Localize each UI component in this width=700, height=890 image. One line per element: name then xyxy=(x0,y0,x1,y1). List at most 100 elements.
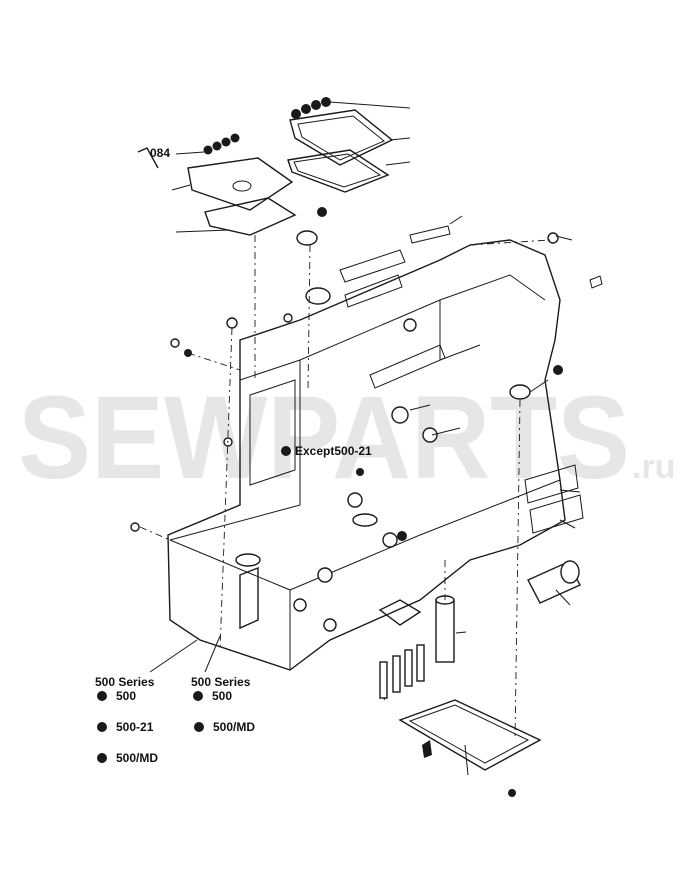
frame-rib xyxy=(439,300,481,361)
legend-right-item-0: 500 xyxy=(212,689,232,703)
screw-icon xyxy=(321,97,331,107)
cover-hole xyxy=(232,180,252,192)
side-plate xyxy=(524,464,579,504)
bearing-hole xyxy=(403,318,417,332)
left-cover-plate xyxy=(187,157,294,211)
pin-part xyxy=(379,661,388,699)
left-gasket xyxy=(204,197,297,236)
leader-line xyxy=(171,184,191,191)
screw-icon xyxy=(356,468,364,476)
note-callout: Except500-21 xyxy=(281,444,372,458)
pin-part xyxy=(392,655,401,693)
bearing-hole xyxy=(382,532,398,548)
leader-line xyxy=(204,635,221,673)
frame-window xyxy=(249,379,296,486)
leader-line xyxy=(175,151,205,155)
top-cover-plate xyxy=(289,109,394,166)
screw-icon xyxy=(203,145,213,155)
hook-part xyxy=(137,147,159,169)
nut-icon xyxy=(226,317,238,329)
bracket xyxy=(378,599,422,626)
dash-line xyxy=(187,352,241,371)
screw-icon xyxy=(230,133,240,143)
bearing-hole xyxy=(391,406,409,424)
leader-line xyxy=(559,519,576,529)
screw-icon xyxy=(212,141,222,151)
top-gasket-inner xyxy=(293,153,382,188)
variant-marker-dot xyxy=(281,446,291,456)
left-cover-assembly: 084 xyxy=(137,133,297,236)
shaft-cylinder xyxy=(435,599,455,663)
bolt-icon xyxy=(422,740,432,758)
screw-icon xyxy=(301,104,311,114)
leader-line xyxy=(389,137,411,141)
roller-end xyxy=(560,560,580,584)
oil-cap xyxy=(305,287,331,305)
dash-line xyxy=(469,239,551,246)
top-cover-assembly xyxy=(287,97,411,193)
watermark-text: SEWPARTS xyxy=(18,372,630,504)
bearing-hole xyxy=(347,492,363,508)
side-plate xyxy=(529,494,584,534)
watermark-suffix: .ru xyxy=(632,448,675,486)
dash-line xyxy=(514,399,521,741)
legend-left: 500 Series 500 500-21 500/MD xyxy=(95,675,158,765)
frame-inner-edge xyxy=(169,360,301,541)
assembly-lines xyxy=(139,235,551,741)
pin-part xyxy=(404,649,413,687)
screw-icon xyxy=(553,365,563,375)
bracket xyxy=(239,566,259,630)
legend-dot xyxy=(194,722,204,732)
screw-icon xyxy=(311,100,321,110)
legend-right-item-1: 500/MD xyxy=(213,720,255,734)
nut-icon xyxy=(547,232,559,244)
bottom-plate-inner xyxy=(408,704,530,764)
leader-line xyxy=(555,589,571,606)
legend-dot xyxy=(97,753,107,763)
nut-icon xyxy=(130,522,140,532)
leader-line xyxy=(449,215,463,225)
note-label: Except500-21 xyxy=(295,444,372,458)
bearing-hole xyxy=(422,427,438,443)
leader-line xyxy=(464,744,469,776)
dash-line xyxy=(219,327,233,651)
screw-icon xyxy=(397,531,407,541)
bearing-hole xyxy=(323,618,337,632)
top-gasket xyxy=(287,149,390,193)
legend-left-item-0: 500 xyxy=(116,689,136,703)
nut-icon xyxy=(508,789,516,797)
leader-line xyxy=(529,379,549,393)
leader-line xyxy=(385,161,411,166)
leader-line xyxy=(555,235,573,241)
slot-plate xyxy=(339,249,406,283)
leader-line xyxy=(383,697,386,701)
nut-icon xyxy=(170,338,180,348)
pin-part xyxy=(409,225,451,244)
bearing-hole xyxy=(317,567,333,583)
slot-plate xyxy=(344,274,403,308)
bottom-plate xyxy=(398,699,542,771)
legend-left-heading: 500 Series xyxy=(95,675,155,689)
legend-left-item-2: 500/MD xyxy=(116,751,158,765)
screw-icon xyxy=(291,109,301,119)
bottom-plate-assembly xyxy=(398,699,542,797)
machine-frame xyxy=(167,230,584,671)
nut-icon xyxy=(283,313,293,323)
legend-dot xyxy=(97,722,107,732)
leader-line xyxy=(431,427,461,436)
legend-dot xyxy=(97,691,107,701)
bearing-hole xyxy=(293,598,307,612)
legend-dot xyxy=(193,691,203,701)
frame-base-top xyxy=(289,479,561,591)
part-label-084: 084 xyxy=(150,146,170,160)
leader-line xyxy=(149,639,198,673)
legend-right: 500 Series 500 500/MD xyxy=(191,675,255,734)
leader-line xyxy=(455,631,467,634)
dash-line xyxy=(307,244,311,391)
leader-line xyxy=(409,404,431,411)
screw-icon xyxy=(317,207,327,217)
screw-icon xyxy=(221,137,231,147)
leader-lines xyxy=(149,215,581,776)
